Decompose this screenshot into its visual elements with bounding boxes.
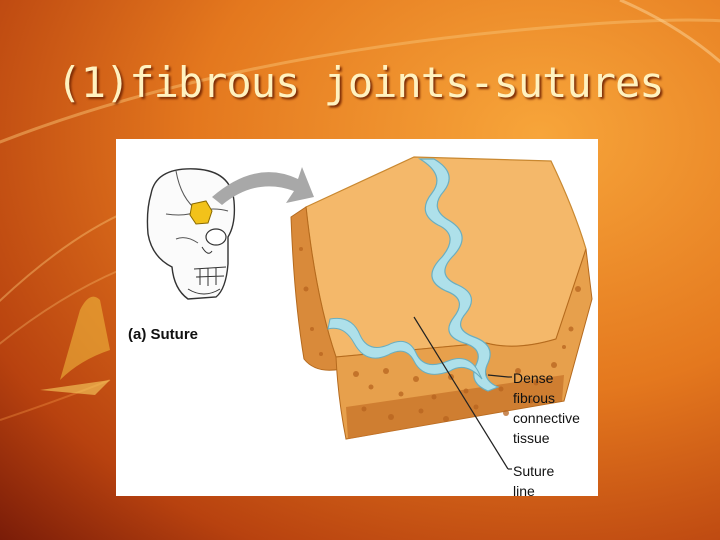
label-line: Dense	[513, 370, 554, 386]
arrow-icon	[212, 167, 314, 205]
dense-tissue-label: Dense fibrous connective tissue	[513, 368, 597, 448]
label-line: tissue	[513, 430, 550, 446]
suture-tissue	[417, 158, 500, 392]
suture-illustration	[146, 156, 593, 470]
label-line: fibrous	[513, 390, 556, 406]
label-line: line	[513, 483, 535, 496]
suture-line-label: Suture line	[513, 461, 597, 496]
slide-title: (1)fibrous joints-sutures	[56, 58, 664, 107]
label-line: connective	[513, 410, 580, 426]
skull-icon	[146, 168, 236, 300]
figure-part-label: (a) Suture	[128, 326, 199, 343]
label-line: Suture	[513, 463, 555, 479]
suture-figure: (a) Suture Dense fibrous connective tiss…	[116, 139, 598, 496]
